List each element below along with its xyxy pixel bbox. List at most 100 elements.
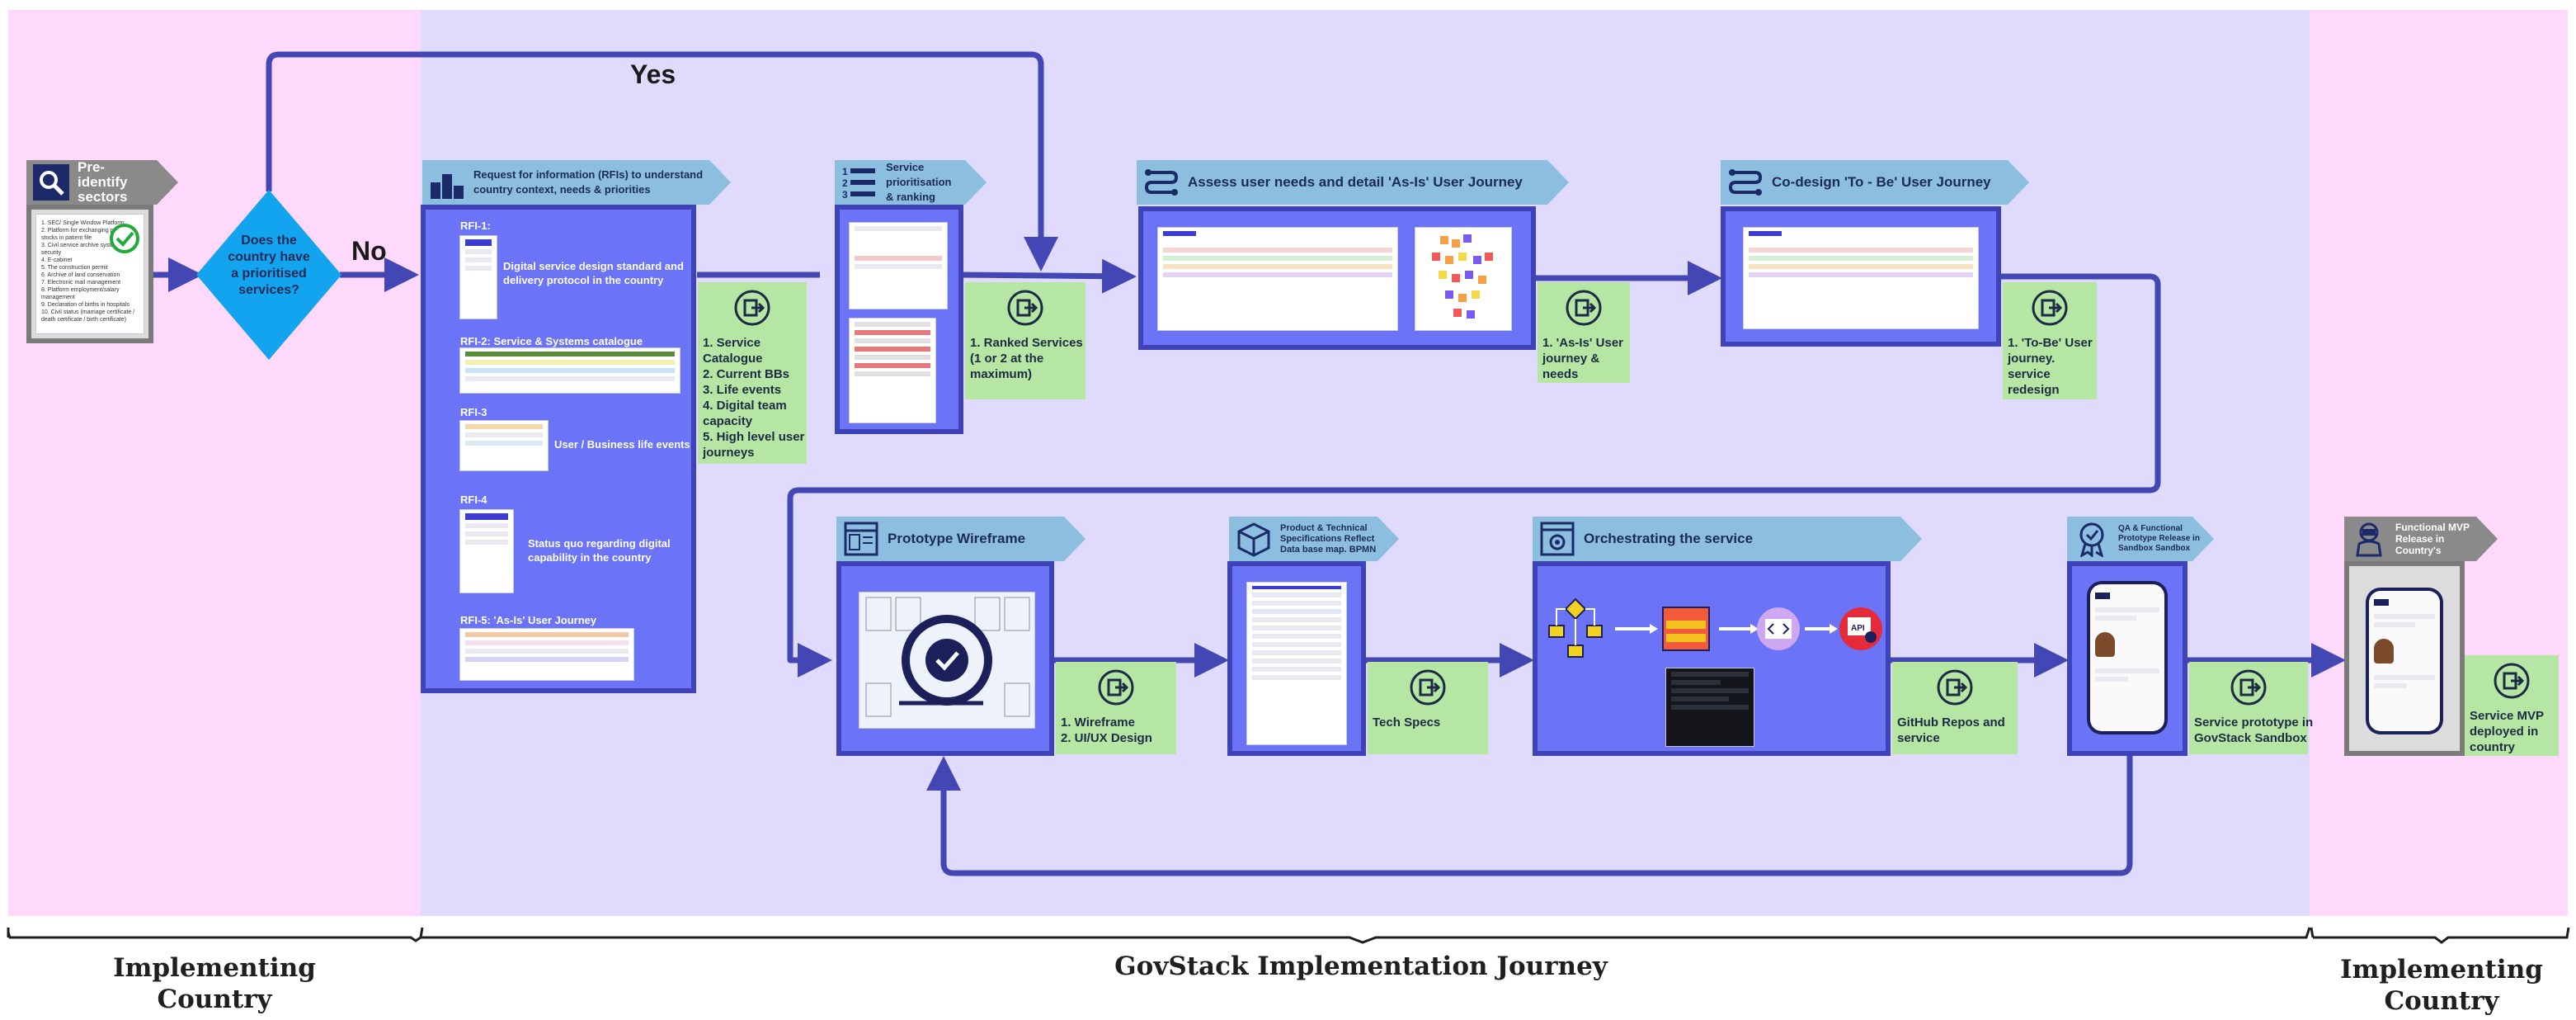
prioritisation-tab-label: Service prioritisation & ranking — [886, 161, 952, 203]
export-icon — [1007, 290, 1043, 326]
ranked-list-icon: 123 — [841, 164, 878, 201]
mvp-tab: Functional MVP Release in Country's — [2344, 517, 2498, 561]
to-be-journey-thumbnail — [1744, 228, 1978, 328]
sticky-notes-cluster — [1432, 234, 1493, 319]
yes-label: Yes — [630, 59, 676, 89]
prototype-box — [836, 561, 1054, 756]
prioritisation-box — [835, 205, 963, 434]
right-zone — [2310, 10, 2568, 916]
wireframe-thumbnail — [859, 593, 1034, 728]
rfi-1-title: RFI-1: — [460, 220, 491, 232]
specs-box — [1227, 561, 1366, 756]
no-label: No — [351, 236, 387, 266]
code-icon — [1757, 607, 1800, 650]
terminal-thumbnail — [1666, 668, 1754, 746]
wireframe-icon — [843, 521, 879, 557]
qa-box — [2067, 561, 2187, 756]
specs-output-text: Tech Specs — [1373, 715, 1441, 730]
podium-icon — [429, 164, 465, 201]
assess-tab-label: Assess user needs and detail 'As-Is' Use… — [1188, 174, 1523, 190]
rfi-5-thumbnail — [460, 629, 633, 680]
arrow-codesign-loop-down — [787, 273, 2161, 678]
refresh-check-icon — [865, 597, 1030, 717]
cube-icon — [1236, 521, 1272, 557]
checkmark-icon — [110, 224, 139, 253]
svg-text:2: 2 — [842, 177, 848, 189]
prioritisation-matrix-thumbnail — [850, 223, 947, 309]
rfi-4-title: RFI-4 — [460, 493, 487, 506]
decision-diamond — [196, 190, 341, 360]
certificate-badge-icon — [2074, 521, 2110, 557]
assess-tab: Assess user needs and detail 'As-Is' Use… — [1137, 160, 1569, 205]
export-icon — [1410, 669, 1446, 706]
export-icon — [2230, 669, 2267, 706]
specs-tab-label: Product & Technical Specifications Refle… — [1280, 522, 1377, 555]
orchestrate-box: API — [1533, 561, 1891, 756]
rfi-4-thumbnail — [460, 510, 513, 593]
assess-box — [1138, 206, 1536, 350]
codesign-tab-label: Co-design 'To - Be' User Journey — [1772, 174, 1991, 190]
journey-path-icon — [1727, 164, 1764, 201]
center-zone-label: GovStack Implementation Journey — [1114, 952, 1608, 981]
prototype-tab-label: Prototype Wireframe — [888, 531, 1026, 546]
svg-text:1: 1 — [842, 166, 848, 177]
prototype-tab: Prototype Wireframe — [836, 517, 1085, 561]
export-icon — [1566, 290, 1602, 326]
export-icon — [2032, 290, 2068, 326]
orchestration-pipeline: API — [1548, 597, 1882, 658]
sticky-notes-thumbnail — [1415, 228, 1511, 330]
rfi-3-title: RFI-3 — [460, 406, 487, 418]
svg-text:3: 3 — [842, 189, 848, 201]
kanban-board-icon — [1662, 607, 1710, 651]
decision-question: Does the country have a prioritised serv… — [228, 234, 310, 297]
preidentify-tab: Pre-identify sectors — [26, 160, 178, 205]
flowchart-icon — [1548, 597, 1603, 658]
rfi-2-title: RFI-2: Service & Systems catalogue — [460, 335, 643, 347]
right-zone-label: Implementing Country — [2340, 955, 2543, 1016]
export-icon — [1937, 669, 1973, 706]
left-zone-label: Implementing Country — [113, 953, 316, 1014]
specs-tab: Product & Technical Specifications Refle… — [1229, 517, 1399, 561]
qa-tab: QA & Functional Prototype Release in San… — [2067, 517, 2214, 561]
orchestrate-tab-label: Orchestrating the service — [1584, 531, 1754, 546]
prioritisation-table-thumbnail — [850, 319, 935, 423]
specs-output: Tech Specs — [1368, 662, 1488, 754]
rfi-tab: Request for information (RFIs) to unders… — [422, 160, 731, 205]
codesign-box — [1721, 206, 2001, 347]
preidentify-title: Pre-identify sectors — [78, 159, 128, 205]
astronaut-icon — [2351, 521, 2387, 557]
export-icon — [2494, 663, 2530, 699]
rfi-3-desc: User / Business life events — [554, 438, 690, 451]
mobile-app-thumbnail — [2090, 584, 2164, 731]
zone-braces — [7, 927, 2570, 944]
arrow-qa-feedback-loop — [926, 754, 2133, 876]
export-icon — [1098, 669, 1134, 706]
spec-document-thumbnail — [1247, 583, 1346, 744]
rfi-box: RFI-1: Digital service design standard a… — [421, 205, 696, 693]
mvp-box — [2344, 561, 2465, 756]
mvp-tab-label: Functional MVP Release in Country's — [2395, 522, 2470, 556]
search-icon — [33, 164, 69, 201]
api-gear-icon: API — [1839, 607, 1882, 650]
orchestrate-tab: Orchestrating the service — [1533, 517, 1922, 561]
rfi-4-desc: Status quo regarding digital capability … — [528, 537, 671, 564]
rfi-5-title: RFI-5: 'As-Is' User Journey — [460, 614, 597, 626]
rfi-1-desc: Digital service design standard and deli… — [503, 260, 684, 286]
as-is-journey-thumbnail — [1158, 228, 1397, 330]
